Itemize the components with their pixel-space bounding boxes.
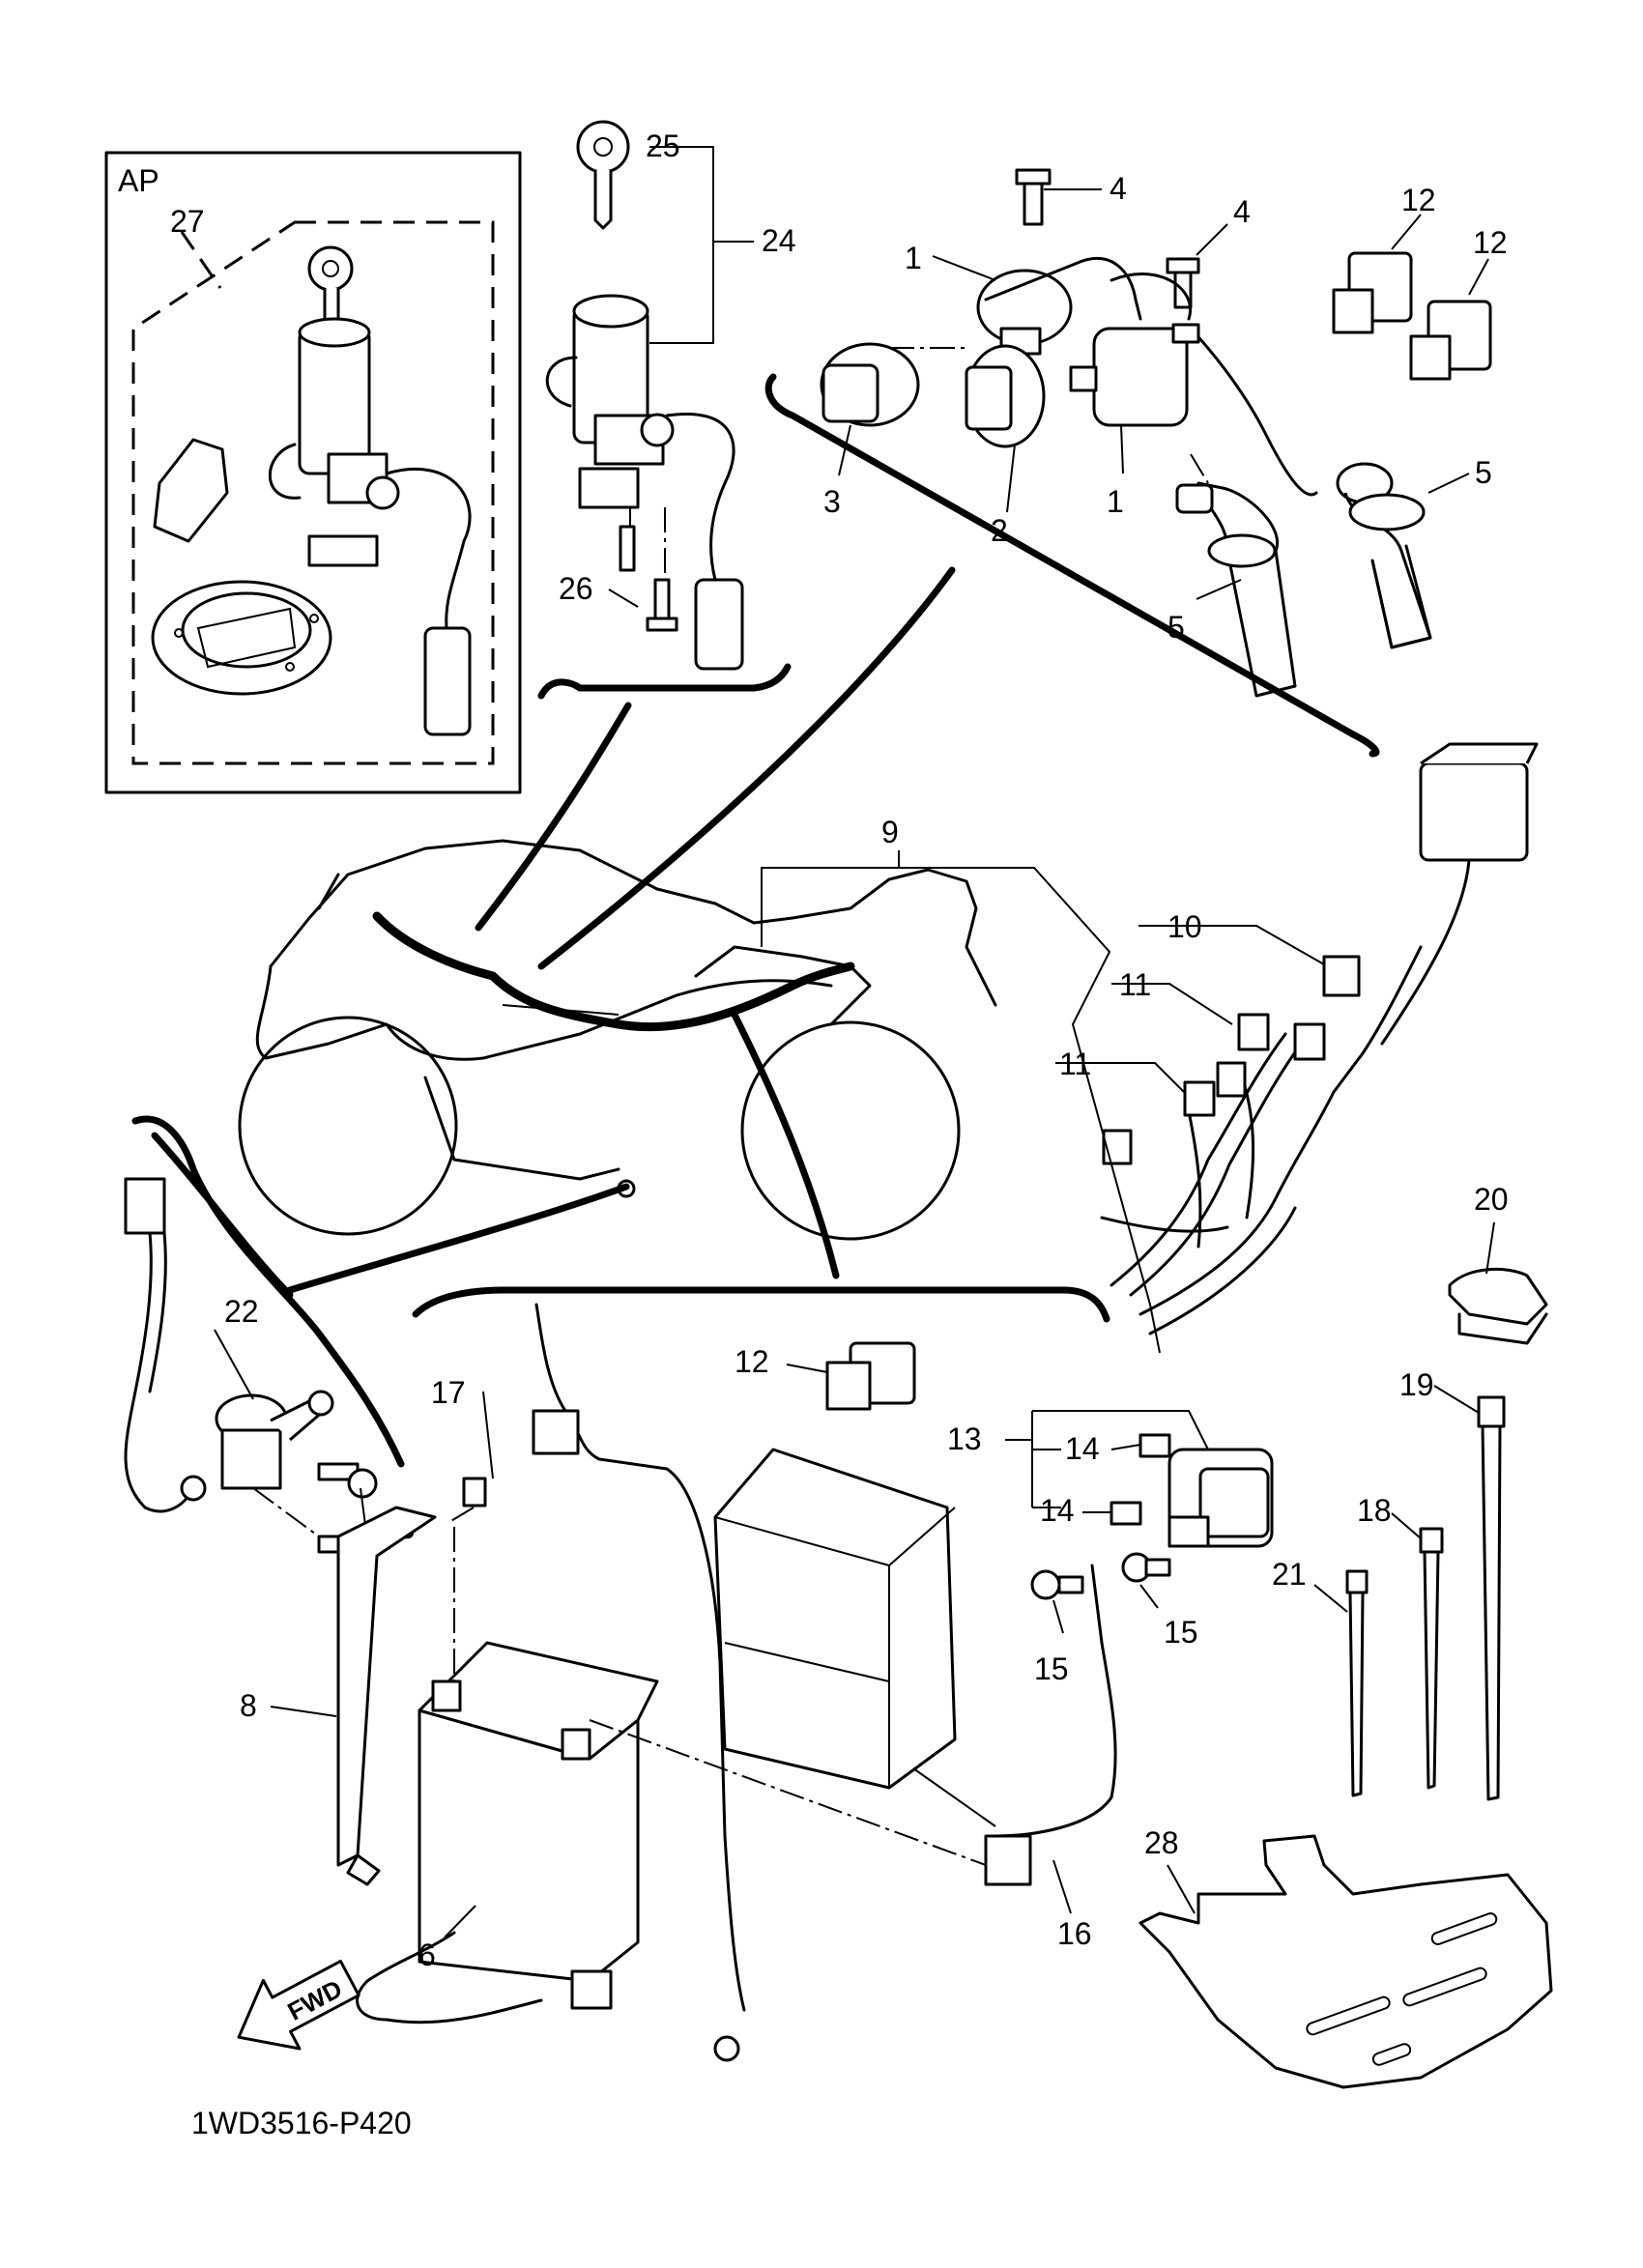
bolt-icon	[1030, 1552, 1171, 1600]
sensor-icon	[180, 1390, 334, 1502]
main-switch-group: 25 24 26	[537, 120, 796, 700]
connector-icon	[1237, 1013, 1270, 1051]
callout-3: 3	[823, 484, 841, 519]
fuel-cap-icon	[151, 580, 332, 696]
cable-tie-icon	[1345, 1569, 1369, 1797]
sensor-group: 22 23	[124, 1115, 416, 1569]
connector-icon	[124, 1177, 166, 1235]
ignition-lock-icon	[268, 317, 472, 736]
callout-19: 19	[1399, 1367, 1434, 1402]
callout-27: 27	[170, 204, 205, 239]
key-icon	[307, 245, 354, 342]
starter-relay-icon	[1167, 1448, 1274, 1548]
forward-arrow-icon: FWD	[237, 1959, 360, 2051]
cable-tie-icon	[1477, 1395, 1506, 1801]
connector-icon	[570, 1969, 613, 2010]
wire-harness-detail	[1100, 742, 1539, 1335]
relay-icon	[825, 1341, 916, 1411]
battery-group: 12 17 6 8 7	[240, 1303, 1198, 2062]
callout-1a: 1	[905, 241, 922, 275]
ap-kit-box: AP 27	[104, 151, 522, 794]
ignition-coil-group: 4 4 3 2 1	[764, 168, 1508, 758]
battery-icon	[418, 1641, 659, 1983]
callout-11a: 11	[1119, 967, 1151, 1002]
cable-tie-icon	[1419, 1527, 1444, 1790]
ignition-coil-icon	[1069, 323, 1318, 497]
callout-9: 9	[881, 815, 899, 849]
callout-5a: 5	[1475, 455, 1492, 490]
lock-bracket-icon	[153, 438, 229, 543]
key-icon	[576, 120, 630, 230]
callout-28: 28	[1144, 1825, 1179, 1860]
fuse-icon	[1139, 1433, 1171, 1458]
callout-18: 18	[1357, 1493, 1392, 1528]
callout-12a: 12	[1401, 183, 1436, 217]
relay-icon	[1332, 251, 1492, 381]
callout-4a: 4	[1110, 171, 1127, 206]
callout-26: 26	[559, 571, 593, 606]
callout-10: 10	[1167, 909, 1202, 944]
callout-13: 13	[947, 1421, 982, 1456]
callout-24: 24	[762, 223, 796, 258]
terminal-icon	[462, 1477, 487, 1507]
callout-21: 21	[1272, 1557, 1307, 1592]
callout-16: 16	[1057, 1916, 1092, 1951]
callout-6: 6	[418, 1938, 436, 1972]
callout-17: 17	[431, 1375, 466, 1410]
callout-4b: 4	[1233, 194, 1251, 229]
starter-relay-group: 13 14 14	[947, 1410, 1274, 1548]
battery-band-icon	[336, 1506, 437, 1886]
clamp-icon	[1448, 1267, 1548, 1345]
callout-11b: 11	[1059, 1047, 1091, 1081]
callout-1b: 1	[1107, 484, 1124, 519]
main-switch-icon	[545, 294, 744, 671]
callout-14b: 14	[1040, 1493, 1075, 1528]
plug-cap-icon	[1336, 462, 1432, 649]
callout-12b: 12	[1473, 225, 1508, 260]
relay-icon	[965, 344, 1046, 448]
fuse-box-icon	[1419, 761, 1529, 862]
battery-cover-icon	[713, 1448, 957, 1790]
callout-25: 25	[646, 129, 680, 163]
fuse-icon	[1110, 1501, 1142, 1526]
plug-cap-icon	[1175, 453, 1297, 698]
callout-20: 20	[1474, 1182, 1509, 1217]
callout-14a: 14	[1065, 1431, 1100, 1466]
drawing-number: 1WD3516-P420	[191, 2106, 412, 2140]
connector-icon	[1183, 1080, 1216, 1117]
motorcycle-silhouette	[238, 839, 997, 1241]
callout-12c: 12	[735, 1344, 769, 1379]
callout-15a: 15	[1034, 1651, 1069, 1686]
connector-icon	[532, 1409, 580, 1455]
terminal-icon	[984, 1834, 1032, 1886]
ignition-coil-icon	[976, 256, 1192, 356]
callout-22: 22	[224, 1294, 259, 1329]
connector-icon	[1216, 1061, 1247, 1098]
ap-box-label: AP	[118, 163, 159, 198]
connector-icon	[1322, 955, 1361, 997]
bolt-icon	[619, 525, 678, 632]
connector-icon	[1293, 1022, 1326, 1061]
mounting-plate-icon	[1139, 1834, 1553, 2089]
callout-15b: 15	[1164, 1615, 1198, 1650]
callout-8: 8	[240, 1688, 257, 1723]
connector-icon	[1102, 1129, 1133, 1165]
wire-harness-icon	[372, 911, 855, 1032]
relay-icon	[820, 342, 920, 427]
